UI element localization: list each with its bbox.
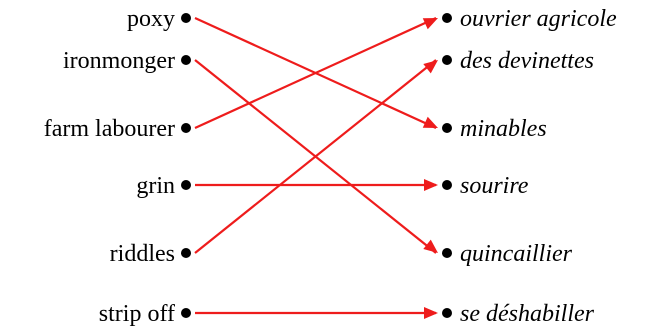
arrowhead-icon — [424, 307, 438, 319]
french-dot-icon — [442, 13, 452, 23]
french-dot-icon — [442, 248, 452, 258]
english-word-4: grin — [136, 173, 175, 199]
french-word-5: quincaillier — [460, 241, 573, 267]
match-arrow-3 — [194, 16, 438, 130]
french-word-3: minables — [460, 116, 547, 142]
arrow-line — [194, 16, 437, 130]
english-word-5: riddles — [110, 241, 175, 267]
arrowhead-icon — [424, 179, 438, 191]
match-arrow-6 — [195, 307, 438, 319]
arrowhead-icon — [422, 116, 438, 128]
english-word-3: farm labourer — [44, 116, 175, 142]
french-dot-icon — [442, 308, 452, 318]
arrowhead-icon — [423, 239, 438, 253]
english-dot-icon — [181, 13, 191, 23]
french-word-4: sourire — [460, 173, 529, 199]
match-arrow-4 — [195, 179, 438, 191]
english-dot-icon — [181, 180, 191, 190]
english-dot-icon — [181, 55, 191, 65]
arrowhead-icon — [422, 18, 438, 30]
arrow-line — [194, 59, 437, 254]
match-arrow-5 — [194, 59, 438, 254]
french-dot-icon — [442, 55, 452, 65]
arrowhead-icon — [423, 60, 438, 74]
french-word-6: se déshabiller — [460, 301, 595, 327]
french-word-1: ouvrier agricole — [460, 6, 617, 32]
english-word-1: poxy — [127, 6, 175, 32]
french-dot-icon — [442, 123, 452, 133]
english-dot-icon — [181, 308, 191, 318]
english-dot-icon — [181, 248, 191, 258]
english-word-6: strip off — [99, 301, 175, 327]
french-dot-icon — [442, 180, 452, 190]
english-word-2: ironmonger — [63, 48, 175, 74]
english-dot-icon — [181, 123, 191, 133]
french-word-2: des devinettes — [460, 48, 594, 74]
